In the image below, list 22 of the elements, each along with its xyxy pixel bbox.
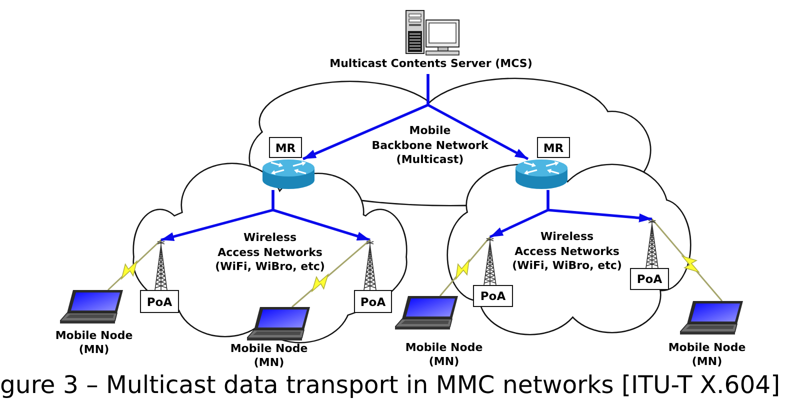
device-label: PoA <box>140 290 179 313</box>
link-line <box>107 239 162 291</box>
link-line <box>292 239 370 308</box>
link-line <box>439 236 491 296</box>
node-label: Mobile Node (MN) <box>405 341 483 369</box>
node-label: Mobile Node (MN) <box>55 329 133 357</box>
device-label: MR <box>537 137 570 158</box>
node-label: Mobile Node (MN) <box>230 342 308 370</box>
arrow <box>272 190 370 242</box>
figure-caption: gure 3 – Multicast data transport in MMC networks [ITU-T X.604] <box>0 371 780 399</box>
link-line <box>651 218 723 302</box>
device-label: PoA <box>473 285 513 307</box>
device-label: PoA <box>630 268 669 290</box>
arrow <box>546 190 652 222</box>
network-label: Wireless Access Networks (WiFi, WiBro, etc) <box>512 230 622 274</box>
device-label: MR <box>269 137 302 158</box>
network-label: Mobile Backbone Network (Multicast) <box>372 124 488 168</box>
arrow <box>426 74 529 160</box>
node-label: Multicast Contents Server (MCS) <box>330 57 532 71</box>
node-label: Mobile Node (MN) <box>668 341 746 369</box>
network-label: Wireless Access Networks (WiFi, WiBro, etc) <box>215 231 325 274</box>
device-label: PoA <box>354 290 392 313</box>
